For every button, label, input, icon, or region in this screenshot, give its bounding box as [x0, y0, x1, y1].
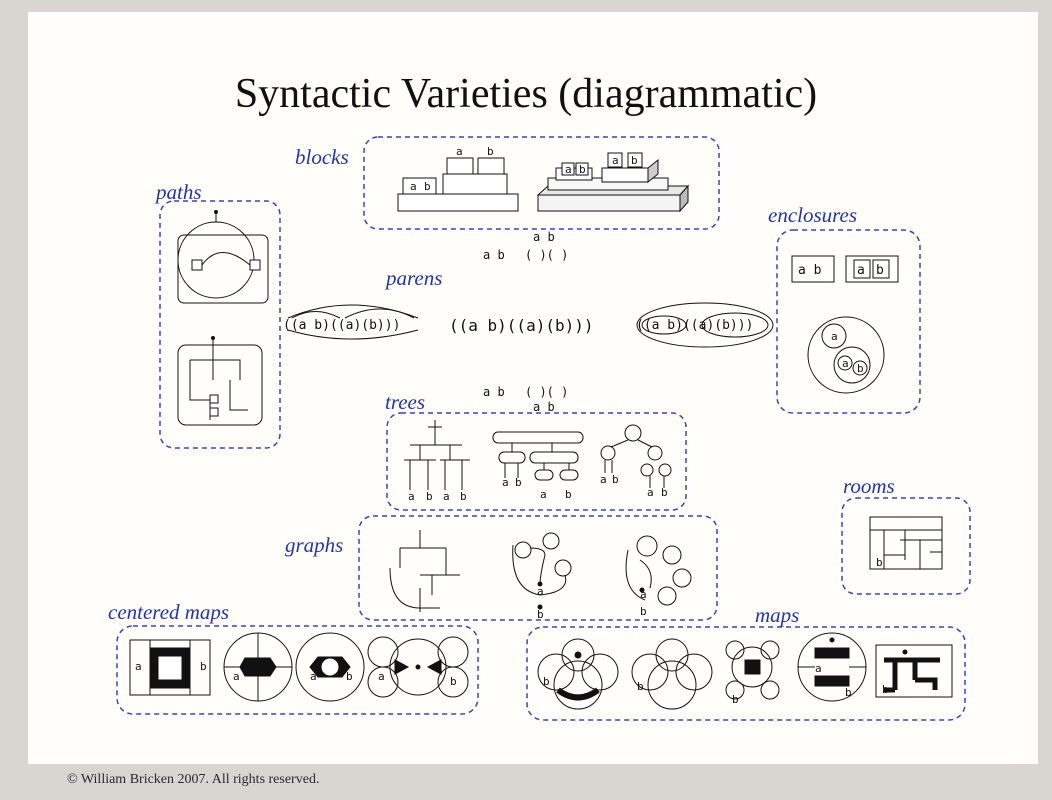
label-a: a	[135, 660, 142, 673]
paths-diagram-bottom	[177, 336, 263, 426]
frame-blocks	[363, 136, 720, 230]
label-b: b	[732, 693, 739, 706]
label-b: b	[424, 180, 431, 193]
parens-right-ellipses	[636, 302, 774, 348]
label-b: b	[487, 145, 494, 158]
parens-bottom-ab-2: a b	[483, 385, 505, 399]
label-a: a	[456, 145, 463, 158]
label-trees: trees	[385, 390, 426, 414]
parens-bottom-ab: a b	[533, 400, 555, 414]
label-b: b	[857, 362, 864, 375]
enclosure-boxes	[791, 255, 899, 283]
tree-diagram-1	[404, 420, 470, 490]
paths-diagram-top	[177, 210, 269, 304]
label-b: b	[515, 476, 522, 489]
label-graphs: graphs	[285, 533, 344, 557]
enclosure-circles	[807, 316, 885, 394]
frame-graphs	[358, 515, 718, 621]
label-b: b	[640, 605, 647, 618]
graph-diagram-1	[389, 530, 460, 612]
enclosure-box-text: a b	[798, 263, 822, 278]
label-b: b	[637, 680, 644, 693]
parens-top-ab: a b	[533, 230, 555, 244]
parens-main-expression: ((a b)((a)(b)))	[449, 316, 594, 335]
label-a: a	[233, 670, 240, 683]
parens-top-pp: ( )( )	[525, 248, 569, 262]
copyright-footer: © William Bricken 2007. All rights reser…	[67, 772, 320, 787]
page-title: Syntactic Varieties (diagrammatic)	[234, 71, 818, 117]
label-a: a	[565, 163, 572, 176]
label-b: b	[200, 660, 207, 673]
centered-map-3	[295, 632, 365, 702]
label-a: a	[842, 357, 849, 370]
enclosure-inner-b: b	[876, 263, 884, 278]
label-b: b	[450, 675, 457, 688]
parens-bottom-pp: ( )( )	[525, 385, 569, 399]
label-a: a	[408, 490, 415, 503]
rooms-diagram	[869, 516, 943, 570]
parens-left-expression: ((a b)((a)(b)))	[283, 318, 401, 333]
tree-diagram-2	[492, 431, 584, 481]
label-a: a	[378, 670, 385, 683]
label-a: a	[612, 154, 619, 167]
label-b: b	[537, 608, 544, 621]
label-b: b	[543, 675, 550, 688]
frame-rooms	[841, 497, 971, 595]
parens-top-ab-2: a b	[483, 248, 505, 262]
label-maps: maps	[755, 603, 800, 627]
label-rooms: rooms	[843, 474, 895, 498]
frame-maps	[526, 626, 966, 721]
label-a: a	[815, 662, 822, 675]
map-5	[875, 644, 953, 698]
label-b: b	[426, 490, 433, 503]
label-a: a	[647, 486, 654, 499]
map-3	[725, 640, 780, 700]
centered-map-1	[129, 639, 211, 696]
label-a: a	[600, 473, 607, 486]
label-a: a	[502, 476, 509, 489]
centered-map-2	[223, 632, 293, 702]
label-b: b	[631, 154, 638, 167]
blocks-flat-diagram	[397, 157, 519, 212]
label-blocks: blocks	[295, 145, 349, 169]
label-b: b	[661, 486, 668, 499]
parens-right-expression: ((a b)((a)(b)))	[636, 318, 754, 333]
label-b: b	[612, 473, 619, 486]
frame-paths	[159, 200, 281, 449]
centered-map-4	[367, 636, 469, 698]
label-a: a	[831, 330, 838, 343]
frame-enclosures	[776, 229, 921, 414]
label-a: a	[640, 588, 647, 601]
label-centered-maps: centered maps	[108, 600, 230, 624]
label-b: b	[346, 670, 353, 683]
label-a: a	[747, 661, 754, 674]
graph-diagram-2	[512, 532, 572, 610]
label-a: a	[537, 585, 544, 598]
map-2	[631, 638, 713, 710]
label-a: a	[410, 180, 417, 193]
graph-diagram-3	[625, 535, 692, 606]
frame-trees	[386, 412, 687, 511]
enclosure-inner-a: a	[857, 263, 865, 278]
label-b: b	[579, 163, 586, 176]
label-b: b	[565, 488, 572, 501]
blocks-3d-diagram	[536, 152, 690, 213]
label-enclosures: enclosures	[768, 203, 858, 227]
label-b: b	[882, 683, 889, 696]
label-b: b	[876, 556, 883, 569]
label-parens: parens	[386, 266, 443, 290]
tree-diagram-3	[600, 424, 672, 488]
label-a: a	[443, 490, 450, 503]
label-a: a	[540, 488, 547, 501]
label-b: b	[845, 686, 852, 699]
label-b: b	[460, 490, 467, 503]
label-paths: paths	[156, 180, 202, 204]
parens-left-arcs	[287, 304, 419, 340]
label-a: a	[310, 670, 317, 683]
frame-centered-maps	[116, 625, 479, 715]
map-1	[537, 638, 619, 710]
map-4	[797, 632, 867, 702]
